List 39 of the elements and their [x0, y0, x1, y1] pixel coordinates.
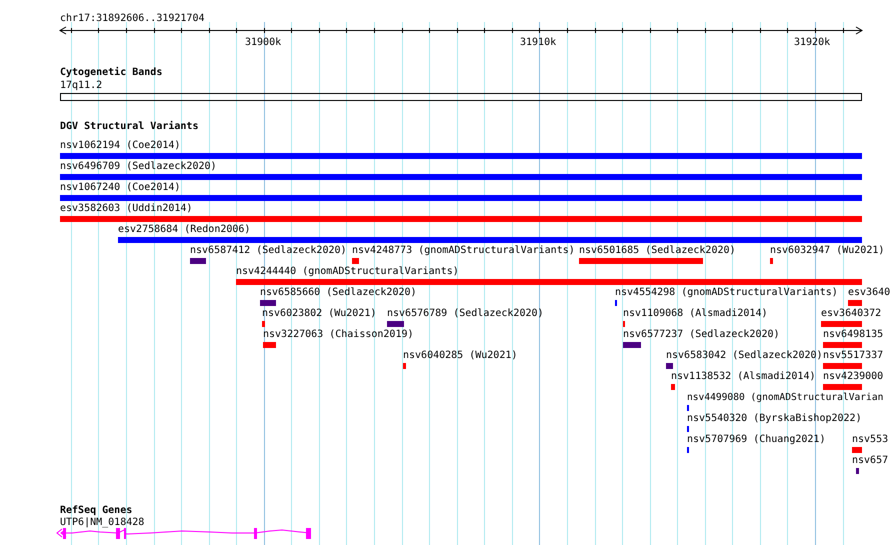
variant-label: nsv6498135	[823, 329, 884, 341]
band-label: 17q11.2	[60, 80, 102, 92]
track-title: DGV Structural Variants	[60, 121, 198, 133]
track-title: RefSeq Genes	[60, 505, 132, 517]
variant-label: nsv6501685 (Sedlazeck2020)	[579, 245, 736, 257]
variant-label: nsv4239000	[823, 371, 884, 383]
track-title: Cytogenetic Bands	[60, 67, 162, 79]
variant-label: nsv1138532 (Alsmadi2014)	[671, 371, 816, 383]
variant-label: nsv3227063 (Chaisson2019)	[263, 329, 414, 341]
variant-label: nsv5517337	[823, 350, 884, 362]
gene-label: UTP6|NM_018428	[60, 517, 144, 529]
variant-label: nsv6023802 (Wu2021)	[262, 308, 376, 320]
variant-label: esv3640372	[821, 308, 882, 320]
variant-label: nsv6583042 (Sedlazeck2020)	[666, 350, 823, 362]
variant-label: nsv6576789 (Sedlazeck2020)	[387, 308, 544, 320]
variant-label: nsv4244440 (gnomADStructuralVariants)	[236, 266, 459, 278]
variant-label: nsv4248773 (gnomADStructuralVariants)	[352, 245, 575, 257]
variant-label: nsv6585660 (Sedlazeck2020)	[260, 287, 417, 299]
variant-label: nsv1062194 (Coe2014)	[60, 140, 180, 152]
variant-label: nsv1067240 (Coe2014)	[60, 182, 180, 194]
tick-label: 31920k	[794, 37, 830, 49]
tick-label: 31910k	[520, 37, 556, 49]
variant-label: nsv553	[852, 434, 888, 446]
ruler-label: chr17:31892606..31921704	[60, 13, 204, 25]
variant-label: nsv6032947 (Wu2021)	[770, 245, 884, 257]
variant-label: nsv4499080 (gnomADStructuralVarian	[687, 392, 884, 404]
variant-label: esv2758684 (Redon2006)	[118, 224, 250, 236]
variant-label: nsv657	[852, 455, 888, 467]
variant-label: nsv1109068 (Alsmadi2014)	[623, 308, 768, 320]
variant-label: nsv6496709 (Sedlazeck2020)	[60, 161, 217, 173]
variant-label: nsv5707969 (Chuang2021)	[687, 434, 826, 446]
variant-label: nsv6577237 (Sedlazeck2020)	[623, 329, 780, 341]
variant-label: esv3640	[848, 287, 890, 299]
tick-label: 31900k	[245, 37, 282, 49]
variant-label: nsv6040285 (Wu2021)	[403, 350, 518, 362]
variant-label: nsv4554298 (gnomADStructuralVariants)	[615, 287, 838, 299]
variant-label: esv3582603 (Uddin2014)	[60, 203, 192, 215]
variant-label: nsv6587412 (Sedlazeck2020)	[190, 245, 347, 257]
variant-label: nsv5540320 (ByrskaBishop2022)	[687, 413, 862, 425]
